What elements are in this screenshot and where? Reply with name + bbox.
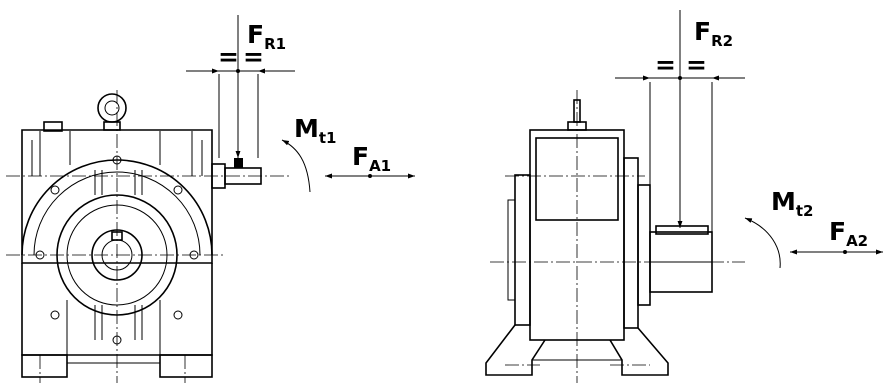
worm-input-shaft	[211, 158, 262, 189]
fr2-force: = = FR2	[615, 10, 745, 232]
equal-mark: =	[243, 42, 264, 71]
mt1-label: Mt1	[294, 114, 337, 147]
equal-mark: =	[218, 42, 239, 71]
fa2-force: FA2	[790, 217, 883, 255]
mt2-torque: Mt2	[744, 187, 814, 269]
fr1-label: FR1	[247, 20, 286, 53]
fr1-force: = = FR1	[186, 15, 295, 158]
eye-bolt	[97, 93, 127, 131]
front-view-centerlines	[6, 90, 290, 383]
side-view-gearbox	[485, 90, 745, 383]
fa1-force: FA1	[325, 142, 415, 179]
fa1-label: FA1	[352, 142, 391, 175]
equal-mark: =	[686, 50, 707, 79]
fa2-label: FA2	[829, 217, 868, 250]
front-view-gearbox	[6, 90, 290, 383]
mt1-torque: Mt1	[281, 114, 337, 193]
side-flanges	[507, 157, 651, 329]
mt2-label: Mt2	[771, 187, 814, 220]
equal-mark: =	[655, 50, 676, 79]
fr2-label: FR2	[694, 17, 733, 50]
output-shaft	[649, 225, 713, 293]
side-view-centerlines	[490, 90, 745, 383]
